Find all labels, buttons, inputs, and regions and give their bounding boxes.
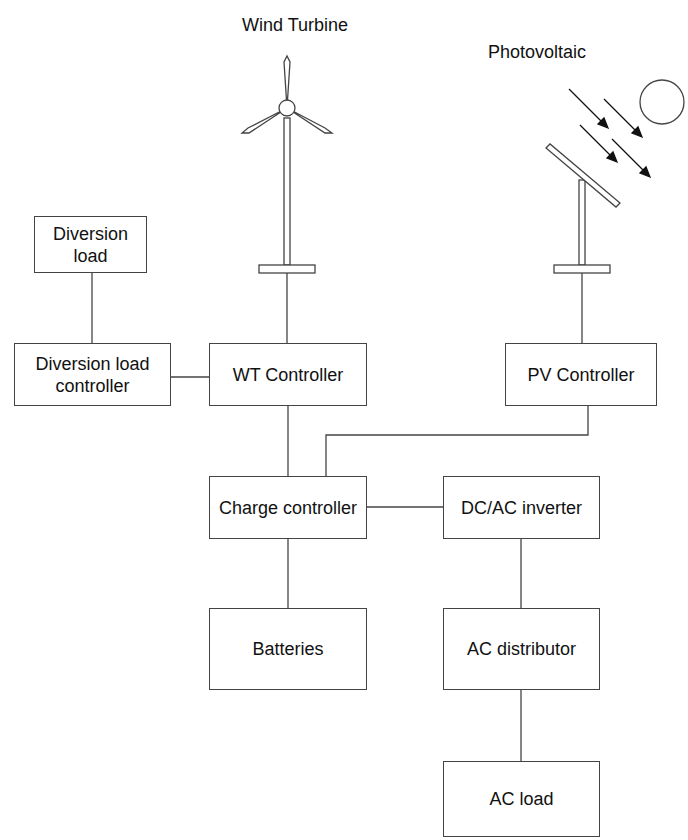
box-label: DC/AC inverter	[461, 497, 582, 519]
connector	[288, 539, 289, 608]
box-label: WT Controller	[233, 364, 344, 386]
connector	[171, 377, 209, 378]
connector	[326, 406, 588, 476]
box-label: AC load	[489, 788, 553, 810]
controller-box: PV Controller	[505, 343, 657, 406]
sunlight-arrows	[569, 89, 650, 177]
load-box: AC load	[443, 761, 600, 837]
controller-box: Charge controller	[209, 476, 367, 539]
box-label: Diversion load controller	[19, 353, 166, 397]
box-label: Batteries	[252, 638, 323, 660]
box-label: Charge controller	[219, 497, 357, 519]
controller-box: Diversion load controller	[14, 343, 171, 406]
box-label: AC distributor	[467, 638, 576, 660]
connector	[521, 539, 522, 608]
controller-box: WT Controller	[209, 343, 367, 406]
distributor-box: AC distributor	[443, 608, 600, 690]
load-box: Diversion load	[34, 216, 147, 273]
photovoltaic-panel	[546, 80, 684, 343]
box-label: Diversion load	[39, 223, 142, 267]
connector	[92, 273, 93, 343]
inverter-box: DC/AC inverter	[443, 476, 600, 539]
connector	[521, 690, 522, 761]
component-label: Photovoltaic	[488, 41, 586, 63]
connector	[367, 507, 443, 508]
connector	[288, 406, 289, 476]
box-label: PV Controller	[527, 364, 634, 386]
wind-turbine	[242, 56, 332, 343]
component-label: Wind Turbine	[242, 14, 348, 36]
battery-box: Batteries	[209, 608, 367, 690]
